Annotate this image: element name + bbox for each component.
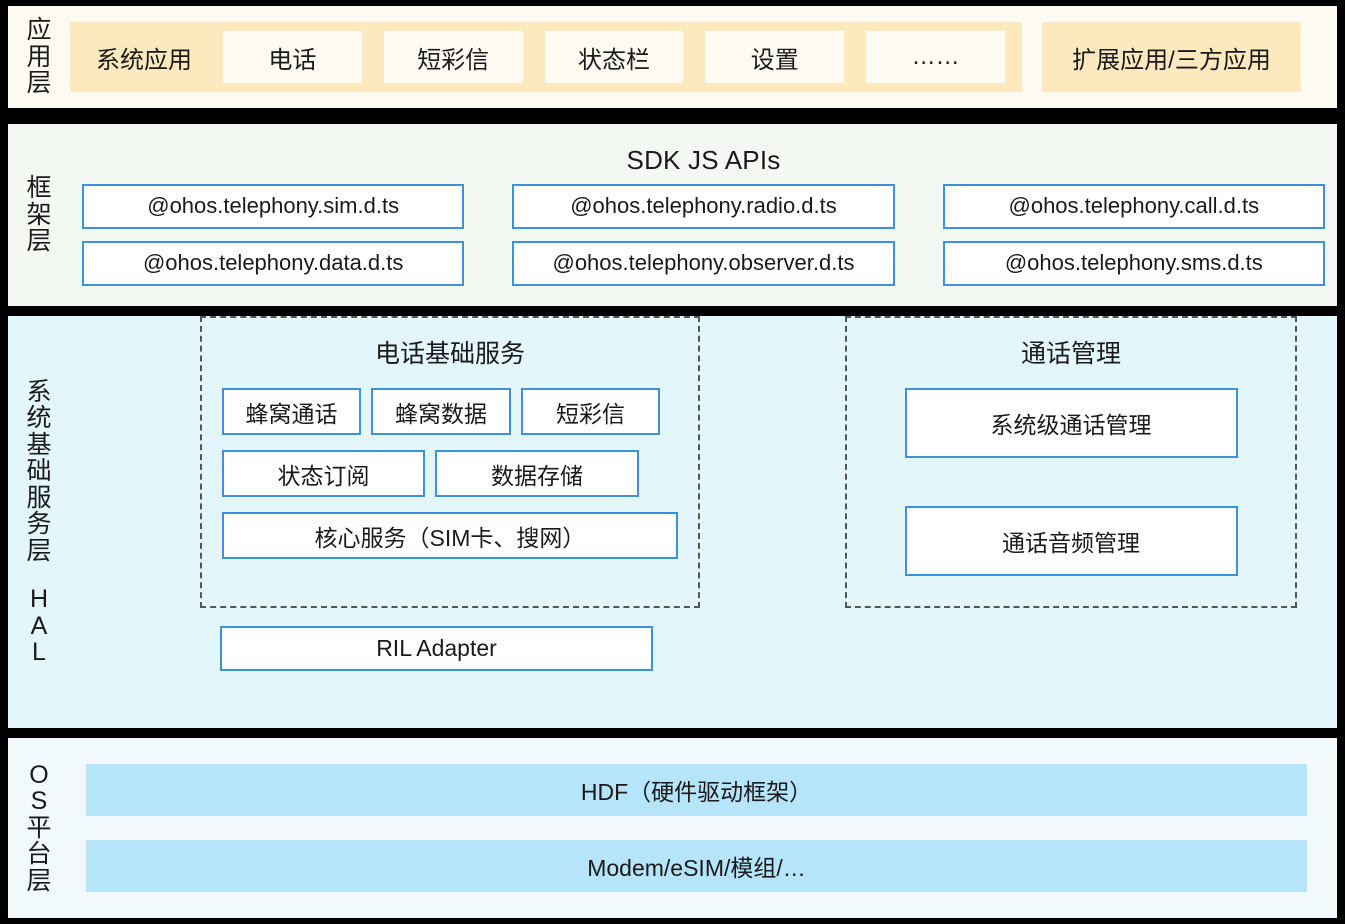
framework-layer-body: SDK JS APIs @ohos.telephony.sim.d.ts @oh… [70, 124, 1337, 306]
layer-label-char: 统 [26, 404, 52, 432]
layer-label-char: 层 [26, 69, 52, 98]
layer-label-char: 系 [26, 377, 52, 406]
layer-label-char: 务 [26, 510, 52, 538]
telephony-row-2: 状态订阅 数据存储 [222, 450, 678, 497]
framework-layer-label: 框 架 层 [8, 124, 70, 306]
layer-label-char: S [30, 787, 48, 816]
layer-label-char: 台 [26, 840, 52, 869]
app-chip-statusbar[interactable]: 状态栏 [544, 31, 684, 83]
layer-label-char: 框 [26, 174, 52, 203]
service-box-core-service[interactable]: 核心服务（SIM卡、搜网） [222, 512, 678, 559]
layer-label-char: 层 [26, 536, 52, 565]
telephony-row-3: 核心服务（SIM卡、搜网） [222, 512, 678, 559]
service-box-cellular-data[interactable]: 蜂窝数据 [371, 388, 511, 435]
app-chip-mms[interactable]: 短彩信 [383, 31, 523, 83]
layer-label-char: 服 [26, 483, 52, 512]
system-services-layer: 系 统 基 础 服 务 层 H A L 电话基础服务 蜂窝通话 蜂窝数据 短彩信 [8, 316, 1337, 728]
os-platform-layer: O S 平 台 层 HDF（硬件驱动框架） Modem/eSIM/模组/… [8, 738, 1337, 918]
sdk-js-apis-title: SDK JS APIs [626, 144, 781, 175]
framework-layer: 框 架 层 SDK JS APIs @ohos.telephony.sim.d.… [8, 124, 1337, 306]
os-bar-modem[interactable]: Modem/eSIM/模组/… [86, 840, 1307, 892]
service-box-state-subscription[interactable]: 状态订阅 [222, 450, 425, 497]
layer-label-char: 层 [26, 866, 52, 895]
system-apps-label: 系统应用 [96, 46, 192, 74]
system-apps-band: 系统应用 电话 短彩信 状态栏 设置 …… [70, 22, 1022, 92]
layer-label-char: 架 [26, 200, 52, 229]
telephony-base-service-group: 电话基础服务 蜂窝通话 蜂窝数据 短彩信 状态订阅 数据存储 核心服务（SIM卡… [200, 316, 700, 608]
application-layer: 应 用 层 系统应用 电话 短彩信 状态栏 设置 …… 扩展应用/三方应用 [8, 6, 1337, 108]
hal-label-char: L [32, 638, 46, 666]
call-management-title: 通话管理 [1020, 340, 1121, 368]
api-box-radio[interactable]: @ohos.telephony.radio.d.ts [512, 183, 895, 229]
service-box-cellular-call[interactable]: 蜂窝通话 [222, 388, 361, 435]
layer-label-char: 基 [26, 430, 52, 459]
hal-label-char: H [29, 585, 49, 613]
telephony-services-column: 电话基础服务 蜂窝通话 蜂窝数据 短彩信 状态订阅 数据存储 核心服务（SIM卡… [200, 316, 700, 671]
os-platform-layer-body: HDF（硬件驱动框架） Modem/eSIM/模组/… [70, 738, 1337, 918]
ril-adapter-box[interactable]: RIL Adapter [220, 626, 653, 671]
layer-label-char: 用 [26, 42, 52, 71]
service-box-call-audio-management[interactable]: 通话音频管理 [904, 506, 1238, 576]
api-box-sms[interactable]: @ohos.telephony.sms.d.ts [942, 240, 1325, 286]
layer-label-char: 层 [26, 227, 52, 256]
api-box-call[interactable]: @ohos.telephony.call.d.ts [942, 183, 1325, 229]
application-layer-body: 系统应用 电话 短彩信 状态栏 设置 …… 扩展应用/三方应用 [70, 6, 1337, 108]
telephony-row-1: 蜂窝通话 蜂窝数据 短彩信 [222, 388, 678, 435]
app-chip-settings[interactable]: 设置 [705, 31, 845, 83]
app-chip-phone[interactable]: 电话 [223, 31, 362, 83]
call-management-column: 通话管理 系统级通话管理 通话音频管理 [845, 316, 1297, 608]
api-row-1: @ohos.telephony.sim.d.ts @ohos.telephony… [82, 183, 1325, 229]
api-row-2: @ohos.telephony.data.d.ts @ohos.telephon… [82, 240, 1325, 286]
application-row: 系统应用 电话 短彩信 状态栏 设置 …… 扩展应用/三方应用 [70, 6, 1337, 108]
api-grid: @ohos.telephony.sim.d.ts @ohos.telephony… [82, 183, 1325, 286]
layer-label-char: O [29, 760, 49, 789]
service-box-system-call-management[interactable]: 系统级通话管理 [904, 388, 1238, 458]
telephony-base-service-title: 电话基础服务 [374, 340, 525, 368]
hal-label-char: A [30, 611, 48, 640]
application-layer-label: 应 用 层 [8, 6, 70, 108]
api-box-observer[interactable]: @ohos.telephony.observer.d.ts [512, 240, 895, 286]
extension-apps-label: 扩展应用/三方应用 [1072, 46, 1271, 74]
api-box-data[interactable]: @ohos.telephony.data.d.ts [82, 240, 465, 286]
call-management-group: 通话管理 系统级通话管理 通话音频管理 [845, 316, 1297, 608]
layer-label-char: 础 [26, 457, 52, 485]
layer-label-char: 应 [26, 16, 52, 45]
system-services-layer-body: 电话基础服务 蜂窝通话 蜂窝数据 短彩信 状态订阅 数据存储 核心服务（SIM卡… [70, 316, 1337, 728]
api-box-sim[interactable]: @ohos.telephony.sim.d.ts [82, 183, 465, 229]
service-box-sms-mms[interactable]: 短彩信 [521, 388, 660, 435]
service-box-data-storage[interactable]: 数据存储 [435, 450, 639, 497]
system-services-layer-label: 系 统 基 础 服 务 层 H A L [8, 316, 70, 728]
os-bar-hdf[interactable]: HDF（硬件驱动框架） [86, 764, 1307, 816]
os-platform-layer-label: O S 平 台 层 [8, 738, 70, 918]
layer-label-char: 平 [26, 813, 52, 842]
extension-apps-band: 扩展应用/三方应用 [1042, 22, 1301, 92]
app-chip-more[interactable]: …… [866, 31, 1005, 83]
